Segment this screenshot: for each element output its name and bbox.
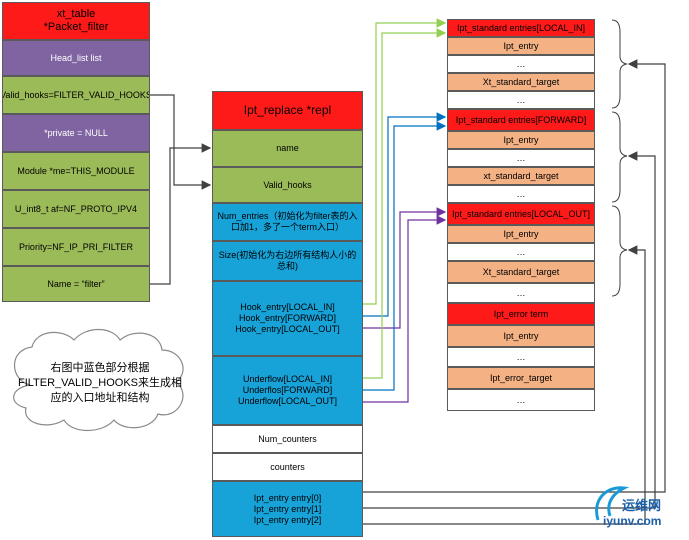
arrow-underflow-forward [363,121,447,391]
xt-table-title-line2: *Packet_filter [43,21,109,33]
ipt-replace-underflows: Underflow[LOCAL_IN] Underflos[FORWARD] U… [212,356,363,425]
entries-forward-ellipsis-1: … [447,149,595,167]
entries-local-out-header: Ipt_standard entries[LOCAL_OUT] [447,203,595,225]
underflow-local-out: Underflow[LOCAL_OUT] [237,396,338,406]
arrow-valid-hooks [150,94,212,190]
hook-entry-forward: Hook_entry[FORWARD] [238,313,337,323]
ipt-replace-name: name [212,130,363,167]
entries-local-out-target: Xt_standard_target [447,261,595,283]
entries-error-ellipsis-2: … [447,389,595,411]
entries-local-out-ipt-entry: Ipt_entry [447,225,595,243]
arrow-underflow-local-in [363,28,447,379]
entries-forward-ipt-entry: Ipt_entry [447,131,595,149]
arrow-name [150,143,212,285]
entries-error-header: Ipt_error term [447,303,595,325]
entries-error-ipt-entry: Ipt_entry [447,325,595,347]
ipt-replace-hook-entries: Hook_entry[LOCAL_IN] Hook_entry[FORWARD]… [212,281,363,356]
logo-text: 运维网 [622,498,662,513]
ipt-replace-num-entries: Num_entries（初始化为filter表的入口加1，多了一个term入口） [212,203,363,241]
entries-forward-ellipsis-2: … [447,185,595,203]
arrow-underflow-local-out [363,215,447,403]
brace-group-1 [611,19,628,109]
entries-local-out-ellipsis-1: … [447,243,595,261]
xt-table-field-valid-hooks: Valid_hooks=FILTER_VALID_HOOKS [2,76,150,114]
logo-url: iyunv.com [603,514,662,528]
entries-local-in-ellipsis-2: … [447,91,595,109]
ipt-replace-num-counters: Num_counters [212,425,363,453]
ipt-entry-0: Ipt_entry entry[0] [253,492,322,503]
entries-error-target: Ipt_error_target [447,367,595,389]
entries-local-out-ellipsis-2: … [447,283,595,303]
entries-local-in-header: Ipt_standard entries[LOCAL_IN] [447,19,595,37]
hook-entry-local-out: Hook_entry[LOCAL_OUT] [235,324,340,334]
entries-error-ellipsis-1: … [447,347,595,367]
ipt-replace-title: Ipt_replace *repl [212,91,363,130]
xt-table-field-priority: Priority=NF_IP_PRI_FILTER [2,228,150,266]
hook-entry-local-in: Hook_entry[LOCAL_IN] [240,302,335,312]
note-cloud-text: 右图中蓝色部分根据FILTER_VALID_HOOKS来生成相应的入口地址和结构 [17,362,183,404]
ipt-entry-1: Ipt_entry entry[1] [253,503,322,514]
xt-table-field-private: *private = NULL [2,114,150,152]
entries-local-in-ipt-entry: Ipt_entry [447,37,595,55]
xt-table-title: xt_table *Packet_filter [2,2,150,40]
ipt-entry-2: Ipt_entry entry[2] [253,514,322,525]
xt-table-field-af: U_int8_t af=NF_PROTO_IPV4 [2,190,150,228]
ipt-replace-size: Size(初始化为右边所有结构人小的总和) [212,241,363,281]
brace-group-2 [611,111,628,203]
xt-table-title-line1: xt_table [56,8,96,20]
entries-local-in-target: Xt_standard_target [447,73,595,91]
arrow-hook-forward [363,112,447,317]
ipt-replace-ipt-entries: Ipt_entry entry[0] Ipt_entry entry[1] Ip… [212,481,363,537]
underflow-local-in: Underflow[LOCAL_IN] [242,374,333,384]
ipt-replace-valid-hooks: Valid_hooks [212,167,363,203]
underflow-forward: Underflos[FORWARD] [242,385,333,395]
brace-group-3 [611,205,628,297]
xt-table-field-head-list: Head_list list [2,40,150,76]
xt-table-field-module: Module *me=THIS_MODULE [2,152,150,190]
entries-forward-target: xt_standard_target [447,167,595,185]
arrow-hook-local-out [363,207,447,329]
xt-table-field-name: Name = “filter” [2,266,150,302]
entries-forward-header: Ipt_standard entries[FORWARD] [447,109,595,131]
arrow-hook-local-in [363,18,447,305]
entries-local-in-ellipsis-1: … [447,55,595,73]
ipt-replace-counters: counters [212,453,363,481]
